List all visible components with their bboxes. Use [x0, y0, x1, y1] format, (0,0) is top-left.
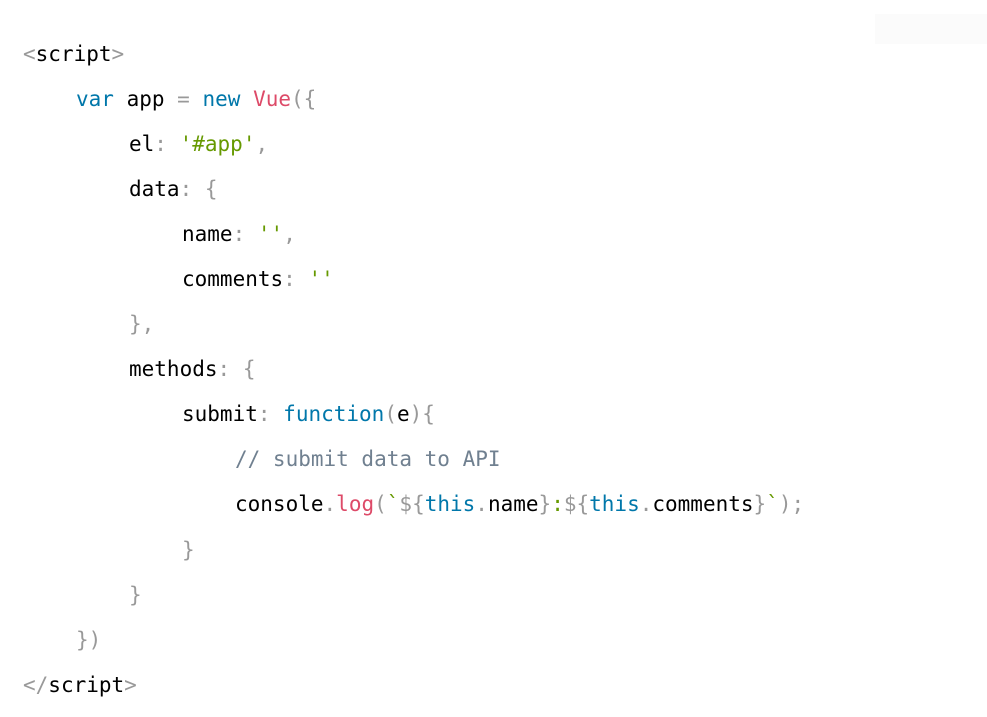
token-string: '' [257, 222, 284, 246]
code-line-13: } [129, 580, 142, 610]
token-punct: }) [76, 628, 102, 652]
token-class-name: Vue [253, 87, 291, 111]
token-interpolation-punct: ${ [563, 492, 590, 516]
code-line-14: }) [76, 625, 101, 655]
token-punct: > [124, 673, 137, 697]
code-line-10: // submit data to API [235, 444, 501, 474]
token-punct: > [111, 42, 125, 66]
code-line-11: console.log(`${this.name}:${this.comment… [235, 489, 804, 519]
code-line-7: }, [129, 309, 154, 339]
token-template-string: ` [386, 492, 400, 516]
token-property: comments [652, 492, 754, 516]
token-parameter: e [396, 402, 410, 426]
token-property: name [182, 222, 233, 246]
token-interpolation-punct: } [538, 492, 552, 516]
token-punct: . [323, 492, 337, 516]
token-keyword: var [76, 87, 114, 111]
code-line-12: } [182, 535, 195, 565]
token-punct: : [217, 357, 231, 381]
token-template-string: : [551, 492, 564, 516]
token-punct: : [179, 177, 193, 201]
token-punct: ) [409, 402, 423, 426]
code-line-15: </script> [23, 670, 137, 700]
token-punct: ( [374, 492, 387, 516]
token-operator: = [177, 87, 190, 111]
token-interpolation-punct: } [753, 492, 767, 516]
token-keyword: new [202, 87, 241, 111]
token-punct: } [182, 538, 195, 562]
token-punct: , [283, 222, 296, 246]
code-line-3: el: '#app', [129, 129, 268, 159]
token-punct: : [283, 267, 296, 291]
token-punct: : [154, 132, 167, 156]
token-tag: script [48, 673, 125, 697]
token-property: data [129, 177, 180, 201]
token-punct: , [255, 132, 269, 156]
token-property: comments [182, 267, 284, 291]
token-tag: script [35, 42, 112, 66]
token-punct: . [475, 492, 488, 516]
token-property: name [487, 492, 539, 516]
token-punct: { [204, 177, 218, 201]
token-punct: { [242, 357, 256, 381]
token-keyword: this [424, 492, 476, 516]
code-line-2: var app = new Vue({ [76, 84, 316, 114]
token-identifier: app [113, 87, 178, 111]
token-property: methods [129, 357, 218, 381]
token-punct: < [23, 42, 36, 66]
token-identifier: console [235, 492, 324, 516]
code-line-8: methods: { [129, 354, 255, 384]
token-punct: : [257, 402, 271, 426]
token-property: el [129, 132, 155, 156]
code-line-6: comments: '' [182, 264, 334, 294]
token-punct: </ [23, 673, 49, 697]
token-punct: ({ [291, 87, 317, 111]
token-string: '' [308, 267, 334, 291]
corner-background-patch [875, 14, 987, 44]
token-function: log [336, 492, 375, 516]
token-punct: : [232, 222, 246, 246]
token-punct: ; [791, 492, 805, 516]
token-punct: } [129, 583, 142, 607]
token-keyword: function [283, 402, 385, 426]
token-punct: { [422, 402, 435, 426]
code-line-5: name: '', [182, 219, 296, 249]
token-punct: ( [384, 402, 397, 426]
token-string: '#app' [179, 132, 256, 156]
token-template-string: ` [766, 492, 779, 516]
token-comment: // submit data to API [235, 447, 501, 471]
code-line-1: <script> [23, 39, 124, 69]
token-punct: }, [129, 312, 155, 336]
token-punct: . [639, 492, 653, 516]
code-line-4: data: { [129, 174, 218, 204]
token-property: submit [182, 402, 258, 426]
token-keyword: this [589, 492, 640, 516]
token-interpolation-punct: ${ [399, 492, 425, 516]
token-punct: ) [778, 492, 792, 516]
code-line-9: submit: function(e){ [182, 399, 435, 429]
